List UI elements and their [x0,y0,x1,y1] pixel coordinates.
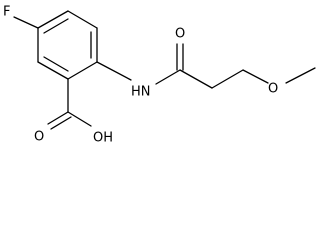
structure-canvas: F O OH HN O O [3,5,316,146]
atom-fluorine: F [3,5,10,20]
bond-carbonyl-ch2 [179,69,213,89]
atom-carbonyl-oxygen: O [34,130,44,145]
benzene-ring [37,10,98,80]
bond-ring-fluorine [13,16,39,29]
bond-ch2-ch2 [211,69,244,89]
bond-carboxyl-hydroxyl [67,111,92,127]
bond-ch2-ether-oxygen [242,69,269,84]
atom-hydroxyl: OH [93,131,113,146]
ring-double-bond-inner-1 [43,18,69,34]
bond-nitrogen-carbonyl [155,69,181,85]
ring-bond-c4-c5 [67,61,98,80]
atom-amide-oxygen: O [175,27,185,42]
ring-bond-c2-c3 [67,10,98,29]
ring-bond-c5-c6 [37,61,69,80]
ring-double-bond-inner-3 [43,56,69,72]
atom-ether-oxygen: O [268,82,278,97]
bond-carboxyl-oxygen-double-a [47,111,69,125]
bond-carboxyl-oxygen-double-b [50,116,72,130]
ring-bond-c1-c2 [37,10,69,29]
bond-ring-amide-nitrogen [96,61,132,81]
atom-amide-nh: HN [131,85,151,100]
chemical-structure-diagram: F O OH HN O O [3,5,316,146]
bond-ether-oxygen-methyl [285,67,316,84]
